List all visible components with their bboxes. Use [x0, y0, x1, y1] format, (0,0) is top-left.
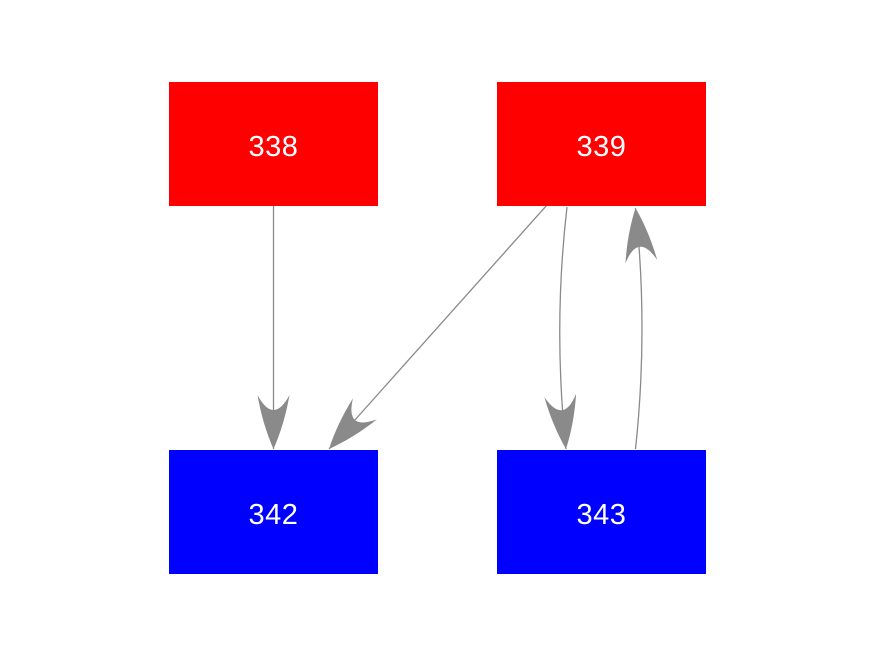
arrowhead-n339-n343 — [544, 393, 577, 449]
node-label-342: 342 — [248, 498, 299, 531]
arrowhead-n339-n342 — [329, 398, 377, 449]
node-label-339: 339 — [576, 130, 627, 163]
graph-node-338: 338 — [169, 82, 378, 206]
arrowhead-n343-n339 — [625, 208, 658, 264]
node-label-343: 343 — [576, 498, 627, 531]
graph-node-339: 339 — [497, 82, 706, 206]
graph-node-343: 343 — [497, 450, 706, 574]
graph-node-342: 342 — [169, 450, 378, 574]
arrowhead-n338-n342 — [257, 395, 290, 449]
node-label-338: 338 — [248, 130, 299, 163]
